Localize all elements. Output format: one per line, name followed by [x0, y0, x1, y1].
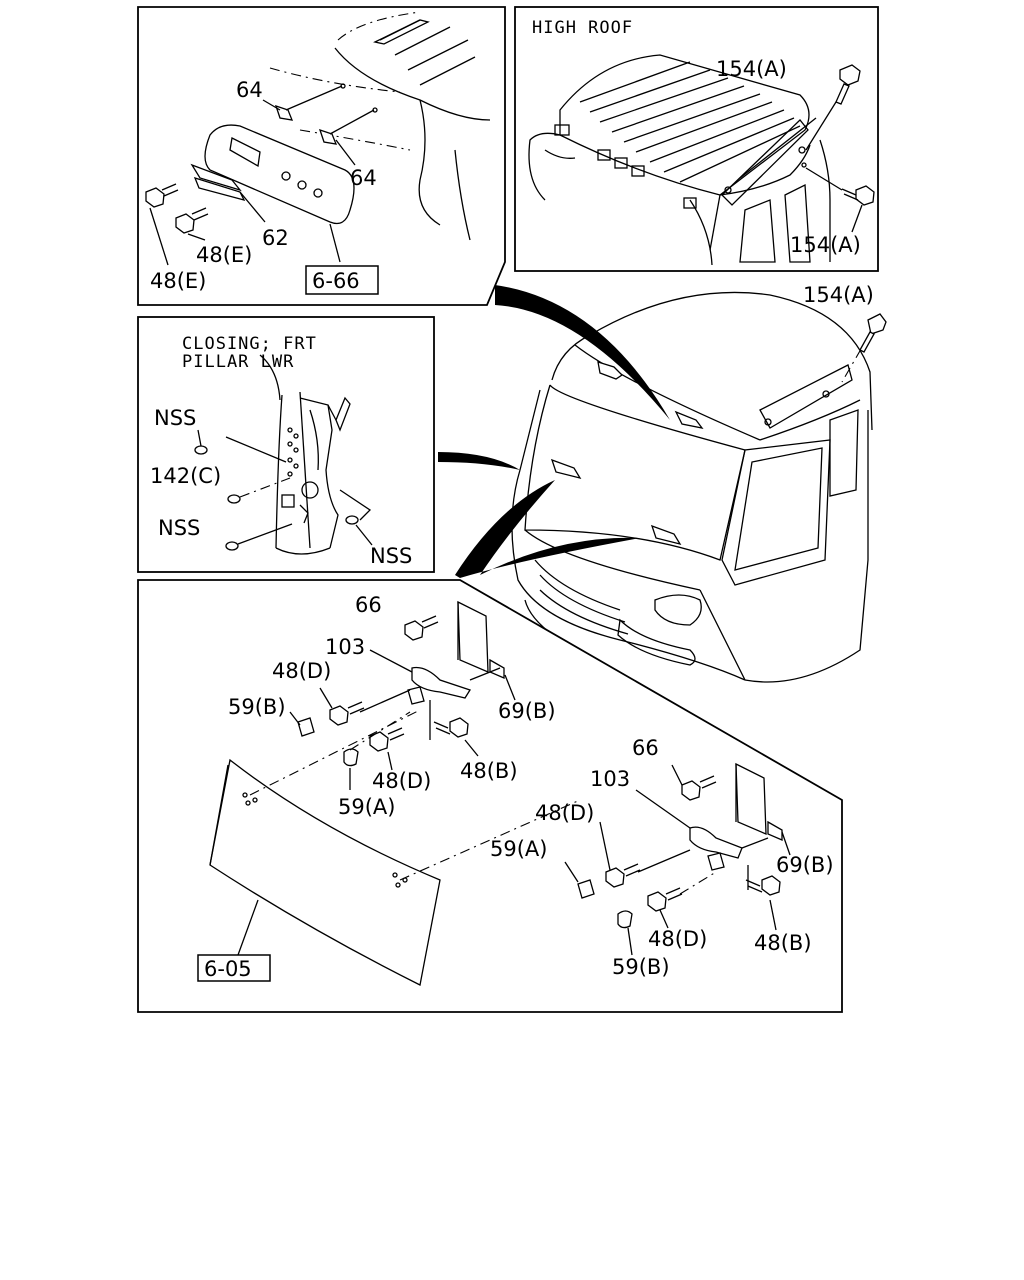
label-154a: 154(A) [803, 283, 874, 307]
label-62: 62 [262, 226, 289, 250]
label-154a: 154(A) [716, 57, 787, 81]
label-59b: 59(B) [228, 695, 286, 719]
ref-box-6-05 [197, 954, 271, 982]
cab-illustration [511, 291, 887, 683]
label-nss: NSS [154, 406, 196, 430]
closing-title: CLOSING; FRT [182, 334, 317, 354]
label-64: 64 [350, 166, 377, 190]
high-roof-title: HIGH ROOF [532, 18, 633, 38]
ref-6-66: 6-66 [312, 269, 360, 293]
label-59a: 59(A) [490, 837, 547, 861]
label-59a: 59(A) [338, 795, 395, 819]
label-103: 103 [590, 767, 630, 791]
label-48d: 48(D) [648, 927, 707, 951]
arrow-icon [455, 480, 640, 578]
label-64: 64 [236, 78, 263, 102]
panel-high-roof [514, 6, 879, 272]
ref-6-05: 6-05 [204, 957, 252, 981]
label-nss: NSS [158, 516, 200, 540]
label-48d: 48(D) [272, 659, 331, 683]
ref-box-6-66 [305, 265, 379, 295]
label-66: 66 [355, 593, 382, 617]
arrow-icon [438, 452, 520, 470]
arrow-icon [495, 285, 670, 420]
closing-title: PILLAR LWR [182, 352, 294, 372]
label-48e: 48(E) [150, 269, 206, 293]
label-48b: 48(B) [460, 759, 518, 783]
label-48d: 48(D) [535, 801, 594, 825]
panel-roof-bracket [137, 6, 506, 306]
label-48d: 48(D) [372, 769, 431, 793]
label-142c: 142(C) [150, 464, 221, 488]
label-59b: 59(B) [612, 955, 670, 979]
label-103: 103 [325, 635, 365, 659]
label-69b: 69(B) [776, 853, 834, 877]
label-nss: NSS [370, 544, 412, 568]
label-69b: 69(B) [498, 699, 556, 723]
panel-closing-pillar [137, 316, 435, 573]
label-66: 66 [632, 736, 659, 760]
label-48e: 48(E) [196, 243, 252, 267]
label-48b: 48(B) [754, 931, 812, 955]
panel-front-header [137, 579, 843, 1013]
label-154a: 154(A) [790, 233, 861, 257]
